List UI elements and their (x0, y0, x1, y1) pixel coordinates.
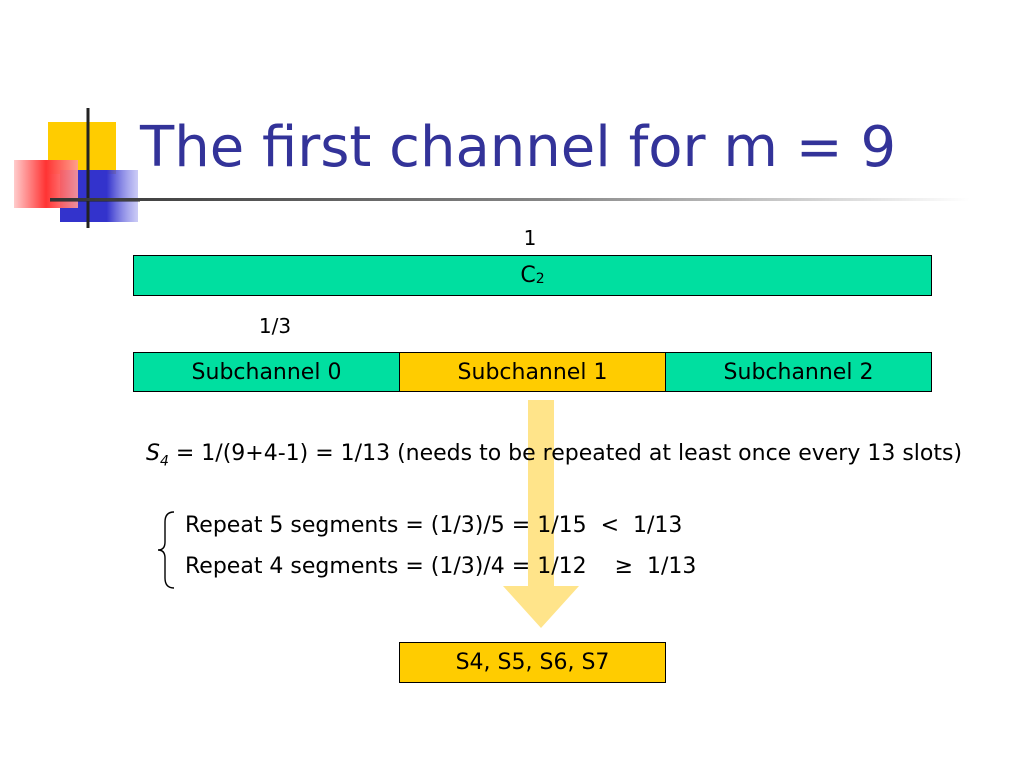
slide-title: The first channel for m = 9 (140, 115, 897, 180)
repeat-4-segments-line: Repeat 4 segments = (1/3)/4 = 1/12 ≥ 1/1… (185, 554, 697, 579)
subchannel-1: Subchannel 1 (399, 352, 666, 392)
down-arrow-icon (503, 400, 579, 628)
subchannel-fraction-label: 1/3 (258, 314, 292, 338)
c2-fraction-label: 1 (523, 226, 537, 250)
selected-segments-box: S4, S5, S6, S7 (399, 642, 666, 683)
s4-equation: S4 = 1/(9+4-1) = 1/13 (needs to be repea… (146, 438, 962, 470)
c2-label: C (520, 263, 536, 288)
repeat-5-segments-line: Repeat 5 segments = (1/3)/5 = 1/15 < 1/1… (185, 513, 683, 538)
title-underline (50, 198, 970, 201)
slide-logo-decoration (14, 108, 140, 228)
s4-equation-text: = 1/(9+4-1) = 1/13 (needs to be repeated… (168, 441, 963, 466)
subchannel-0: Subchannel 0 (133, 352, 400, 392)
left-brace (157, 511, 175, 589)
c2-subscript: 2 (535, 270, 545, 287)
subchannel-2: Subchannel 2 (665, 352, 932, 392)
s4-variable: S4 (146, 441, 169, 470)
